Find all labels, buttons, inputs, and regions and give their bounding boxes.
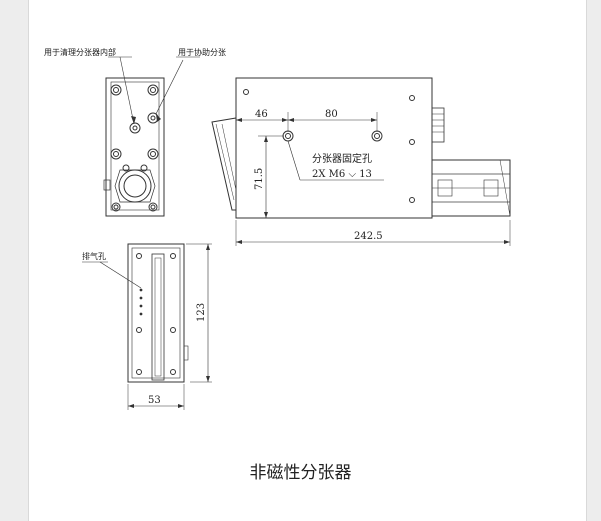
dim-80: 80 bbox=[325, 109, 338, 120]
label-mount-hole-title: 分张器固定孔 bbox=[312, 152, 372, 165]
side-view bbox=[211, 77, 511, 219]
dim-71-5: 71.5 bbox=[254, 168, 265, 190]
label-exhaust-hole: 排气孔 bbox=[82, 251, 106, 261]
bottom-view bbox=[127, 243, 189, 383]
dim-123: 123 bbox=[196, 303, 207, 322]
drawing-caption: 非磁性分张器 bbox=[249, 463, 352, 483]
label-mount-hole-spec: 2X M6 ⌵ 13 bbox=[312, 169, 372, 180]
label-inner-clean: 用于清理分张器内部 bbox=[44, 47, 116, 57]
dim-242-5: 242.5 bbox=[354, 231, 383, 242]
dim-53: 53 bbox=[148, 395, 161, 406]
label-assist-split: 用于协助分张 bbox=[178, 47, 226, 57]
right-margin-bar bbox=[586, 0, 601, 521]
dimension-arrows bbox=[128, 114, 510, 408]
left-margin-bar bbox=[0, 0, 29, 521]
top-view bbox=[103, 77, 165, 217]
dim-46: 46 bbox=[255, 109, 268, 120]
